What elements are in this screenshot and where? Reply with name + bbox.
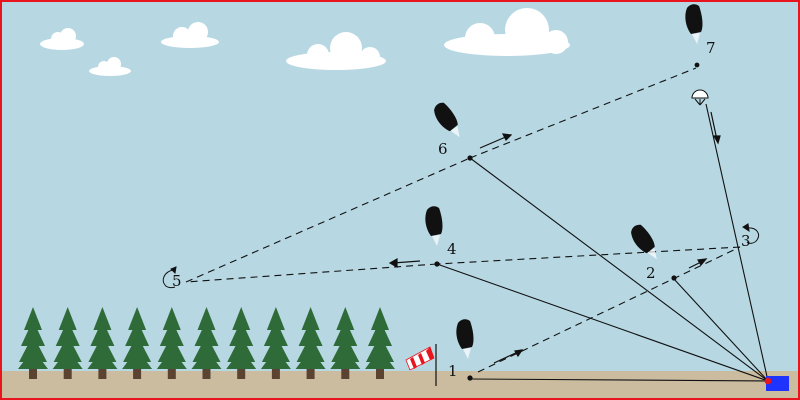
direction-arrow-icon	[388, 257, 421, 269]
pine-tree-icon	[156, 307, 187, 379]
cloud-icon	[89, 57, 131, 76]
round-parachute-icon	[691, 89, 709, 106]
cloud-icon	[286, 32, 386, 70]
tow-line-6	[469, 157, 769, 382]
pine-tree-icon	[122, 307, 153, 379]
parachute-icon	[425, 206, 443, 246]
pine-tree-icon	[191, 307, 222, 379]
paraglider-4	[425, 206, 443, 267]
pine-tree-icon	[365, 307, 395, 379]
position-label-1: 1	[448, 362, 458, 380]
pine-tree-icon	[52, 307, 83, 379]
windsock-icon	[405, 344, 437, 386]
paraglider-6	[430, 99, 473, 161]
direction-arrow-icon	[493, 349, 524, 364]
direction-arrow-icon	[479, 133, 513, 149]
cloud-icon	[444, 8, 570, 56]
paraglider-2	[627, 221, 677, 281]
tow-line-1	[470, 378, 769, 382]
position-label-5: 5	[172, 272, 182, 290]
turn-arrow-icon	[162, 266, 177, 289]
sky	[0, 0, 800, 372]
position-label-6: 6	[438, 140, 448, 158]
pine-tree-icon	[226, 307, 257, 379]
tow-line-2	[673, 278, 769, 382]
pine-tree-icon	[295, 307, 326, 379]
cloud-icon	[40, 28, 84, 50]
tow-line-3	[705, 103, 769, 382]
direction-arrows	[388, 111, 721, 364]
cloud-icon	[161, 22, 219, 48]
tree-line	[18, 307, 395, 379]
winch-point	[764, 377, 772, 385]
direction-arrow-icon	[710, 111, 721, 145]
paraglider-1	[456, 319, 474, 381]
position-label-3: 3	[741, 232, 751, 250]
direction-arrow-icon	[688, 258, 708, 269]
position-label-7: 7	[706, 39, 716, 57]
pine-tree-icon	[330, 307, 361, 379]
pine-tree-icon	[18, 307, 48, 379]
tow-lines	[436, 103, 769, 382]
turn-arrow-icon	[742, 223, 760, 244]
paraglider-7	[685, 4, 703, 68]
winch-flag-icon	[764, 376, 789, 391]
pine-tree-icon	[260, 307, 291, 379]
parachute-icon	[685, 4, 703, 44]
parachute-icon	[627, 221, 657, 260]
tow-line-4	[436, 263, 769, 382]
parachute-icon	[456, 319, 474, 359]
parachute-icon	[430, 99, 460, 138]
position-label-2: 2	[646, 264, 656, 282]
position-label-4: 4	[447, 240, 457, 258]
clouds	[40, 8, 570, 76]
ground	[0, 371, 800, 400]
position-labels: 1 2 3 4 5 6 7	[172, 39, 751, 380]
pine-tree-icon	[87, 307, 118, 379]
